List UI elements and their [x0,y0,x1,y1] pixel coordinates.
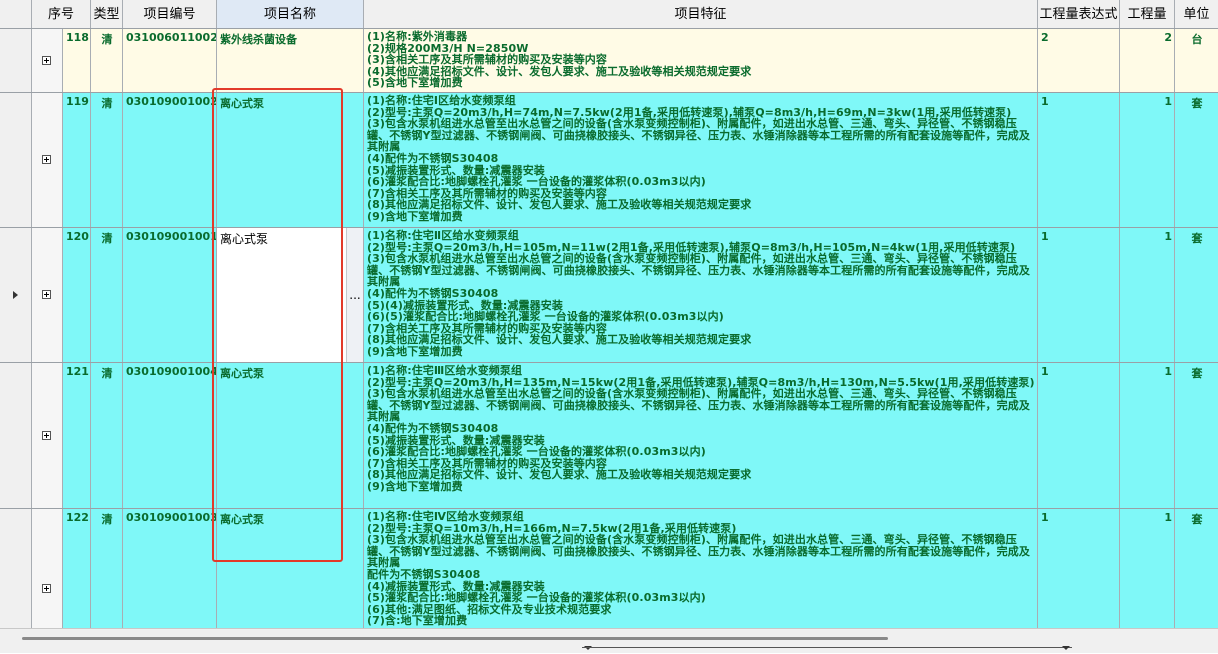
row-expr[interactable]: 2 [1038,29,1120,92]
header-unit[interactable]: 单位 [1183,7,1210,22]
row-expr[interactable]: 1 [1038,363,1120,508]
row-name[interactable]: 离心式泵 [217,509,364,628]
row-unit[interactable]: 套 [1175,509,1218,628]
row-unit[interactable]: 套 [1175,363,1218,508]
row-type: 清 [91,228,123,362]
grid-header: 序号 类型 项目编号 项目名称 项目特征 工程量表达式 工程量 单位 [0,0,1218,29]
row-name[interactable]: 离心式泵 [217,363,364,508]
expand-toggle[interactable] [32,509,63,628]
header-seq[interactable]: 序号 [32,0,91,28]
row-feature[interactable]: (1)名称:住宅Ⅳ区给水变频泵组 (2)型号:主泵Q=10m3/h,H=166m… [364,509,1038,628]
table-row-current[interactable]: 120 清 030109001001 离心式泵 ... (1)名称:住宅Ⅱ区给水… [0,228,1218,363]
name-edit-field[interactable]: 离心式泵 ... [217,228,364,362]
expand-plus-icon[interactable] [42,290,51,299]
table-row[interactable]: 122 清 030109001003 离心式泵 (1)名称:住宅Ⅳ区给水变频泵组… [0,509,1218,628]
header-indicator [0,0,32,28]
row-type: 清 [91,93,123,227]
header-feature[interactable]: 项目特征 [364,0,1038,28]
expand-toggle[interactable] [32,93,63,227]
row-qty[interactable]: 1 [1120,93,1175,227]
row-code[interactable]: 030109001003 [123,509,217,628]
row-indicator[interactable] [0,228,32,362]
row-code[interactable]: 030109001002 [123,93,217,227]
expand-toggle[interactable] [32,228,63,362]
row-code[interactable]: 030109001004 [123,363,217,508]
header-qty[interactable]: 工程量 [1120,0,1175,28]
table-row[interactable]: 118 清 031006011002 紫外线杀菌设备 (1)名称:紫外消毒器 (… [0,29,1218,93]
expand-plus-icon[interactable] [42,55,51,65]
scroll-right-arrow-icon[interactable] [1062,646,1070,650]
expand-toggle[interactable] [32,363,63,508]
bill-of-quantities-grid: 序号 类型 项目编号 项目名称 项目特征 工程量表达式 工程量 单位 118 清… [0,0,1218,628]
row-unit[interactable]: 套 [1175,228,1218,362]
header-name[interactable]: 项目名称 [217,0,364,28]
header-expr[interactable]: 工程量表达式 [1038,0,1120,28]
row-unit[interactable]: 套 [1175,93,1218,227]
expand-plus-icon[interactable] [42,584,51,593]
row-expr[interactable]: 1 [1038,509,1120,628]
row-seq: 121 [63,363,91,508]
table-row[interactable]: 121 清 030109001004 离心式泵 (1)名称:住宅Ⅲ区给水变频泵组… [0,363,1218,509]
name-edit-value[interactable]: 离心式泵 [220,232,269,246]
header-code[interactable]: 项目编号 [123,0,217,28]
row-feature[interactable]: (1)名称:住宅Ⅱ区给水变频泵组 (2)型号:主泵Q=20m3/h,H=105m… [364,228,1038,362]
row-code[interactable]: 030109001001 [123,228,217,362]
expand-plus-icon[interactable] [42,430,51,440]
row-feature[interactable]: (1)名称:紫外消毒器 (2)规格200M3/H N=2850W (3)含相关工… [364,29,1038,92]
current-row-arrow-icon [13,291,18,299]
row-indicator[interactable] [0,509,32,628]
row-indicator[interactable] [0,363,32,508]
row-type: 清 [91,509,123,628]
row-expr[interactable]: 1 [1038,228,1120,362]
expand-toggle[interactable] [32,29,63,92]
row-seq: 120 [63,228,91,362]
row-unit[interactable]: 台 [1175,29,1218,92]
row-name[interactable]: 紫外线杀菌设备 [217,29,364,92]
row-seq: 118 [63,29,91,92]
row-code[interactable]: 031006011002 [123,29,217,92]
row-indicator[interactable] [0,93,32,227]
row-feature[interactable]: (1)名称:住宅Ⅰ区给水变频泵组 (2)型号:主泵Q=20m3/h,H=74m,… [364,93,1038,227]
scrollbar-thumb[interactable] [22,637,888,640]
more-options-button[interactable]: ... [346,228,363,362]
row-seq: 122 [63,509,91,628]
horizontal-scrollbar[interactable] [0,628,1218,653]
secondary-scroll-track[interactable] [582,647,1072,654]
row-qty[interactable]: 1 [1120,228,1175,362]
scroll-left-arrow-icon[interactable] [584,646,592,650]
row-type: 清 [91,29,123,92]
row-qty[interactable]: 2 [1120,29,1175,92]
row-type: 清 [91,363,123,508]
row-indicator[interactable] [0,29,32,92]
row-expr[interactable]: 1 [1038,93,1120,227]
row-seq: 119 [63,93,91,227]
table-row[interactable]: 119 清 030109001002 离心式泵 (1)名称:住宅Ⅰ区给水变频泵组… [0,93,1218,228]
row-qty[interactable]: 1 [1120,363,1175,508]
header-type[interactable]: 类型 [91,0,123,28]
row-qty[interactable]: 1 [1120,509,1175,628]
expand-plus-icon[interactable] [42,155,51,164]
row-feature[interactable]: (1)名称:住宅Ⅲ区给水变频泵组 (2)型号:主泵Q=20m3/h,H=135m… [364,363,1038,508]
row-name[interactable]: 离心式泵 [217,93,364,227]
